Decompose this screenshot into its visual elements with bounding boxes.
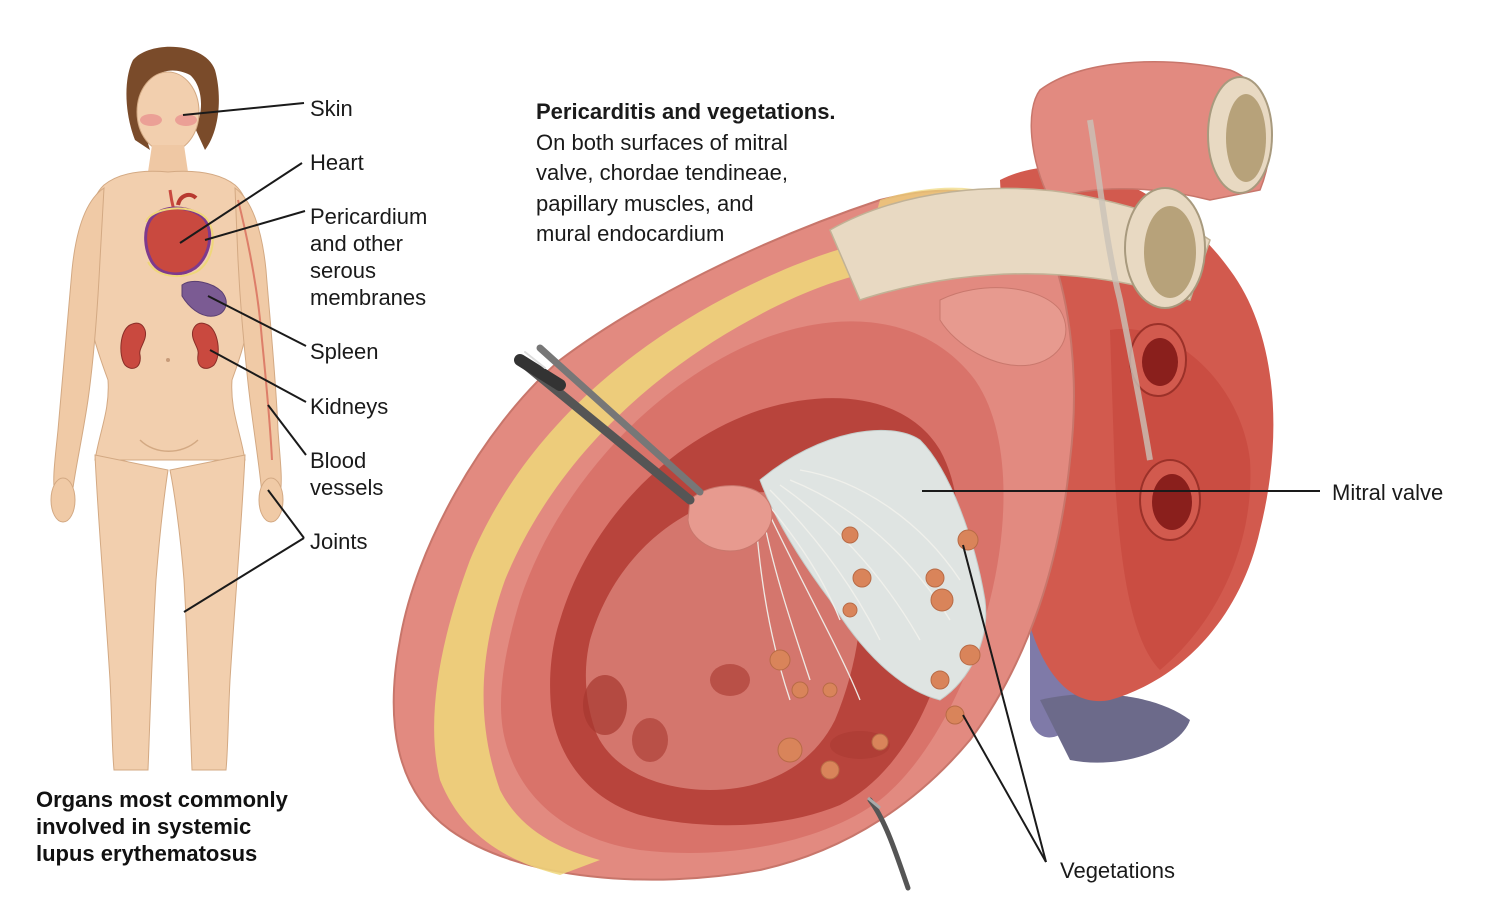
- caption-line-3: lupus erythematosus: [36, 841, 258, 866]
- label-pericardium: Pericardium and other serous membranes: [310, 203, 427, 311]
- description-title: Pericarditis and vegetations.: [536, 99, 836, 124]
- label-skin: Skin: [310, 96, 353, 121]
- label-spleen: Spleen: [310, 339, 379, 364]
- description-line-2: valve, chordae tendineae,: [536, 160, 788, 185]
- label-joints: Joints: [310, 529, 368, 554]
- caption-line-2: involved in systemic: [36, 814, 252, 839]
- description-line-3: papillary muscles, and: [536, 190, 754, 216]
- description-line-1: On both surfaces of mitral: [536, 129, 788, 155]
- forceps: [514, 344, 704, 505]
- caption-organs: Organs most commonly involved in systemi…: [36, 786, 288, 867]
- female-figure: [50, 46, 284, 771]
- label-pericardium-line-1: Pericardium: [310, 204, 428, 229]
- heart-illustration: [392, 61, 1274, 891]
- caption-line-1: Organs most commonly: [36, 787, 288, 812]
- description-line-4: mural endocardium: [536, 221, 725, 246]
- label-blood-vessels: Blood vessels: [310, 447, 383, 501]
- label-blood-vessels-line-1: Blood: [310, 448, 367, 473]
- vegetation-nodules: [769, 526, 981, 780]
- label-pericardium-line-3: serous: [310, 258, 377, 283]
- label-pericardium-line-2: and other: [310, 231, 403, 256]
- label-kidneys: Kidneys: [310, 394, 389, 419]
- label-heart: Heart: [310, 150, 364, 175]
- leader-lines: [179, 102, 1320, 863]
- label-mitral-valve: Mitral valve: [1332, 480, 1444, 505]
- label-blood-vessels-line-2: vessels: [310, 475, 384, 500]
- label-pericardium-line-4: membranes: [310, 285, 427, 310]
- label-vegetations: Vegetations: [1060, 858, 1175, 883]
- description-block: Pericarditis and vegetations. On both su…: [536, 97, 836, 250]
